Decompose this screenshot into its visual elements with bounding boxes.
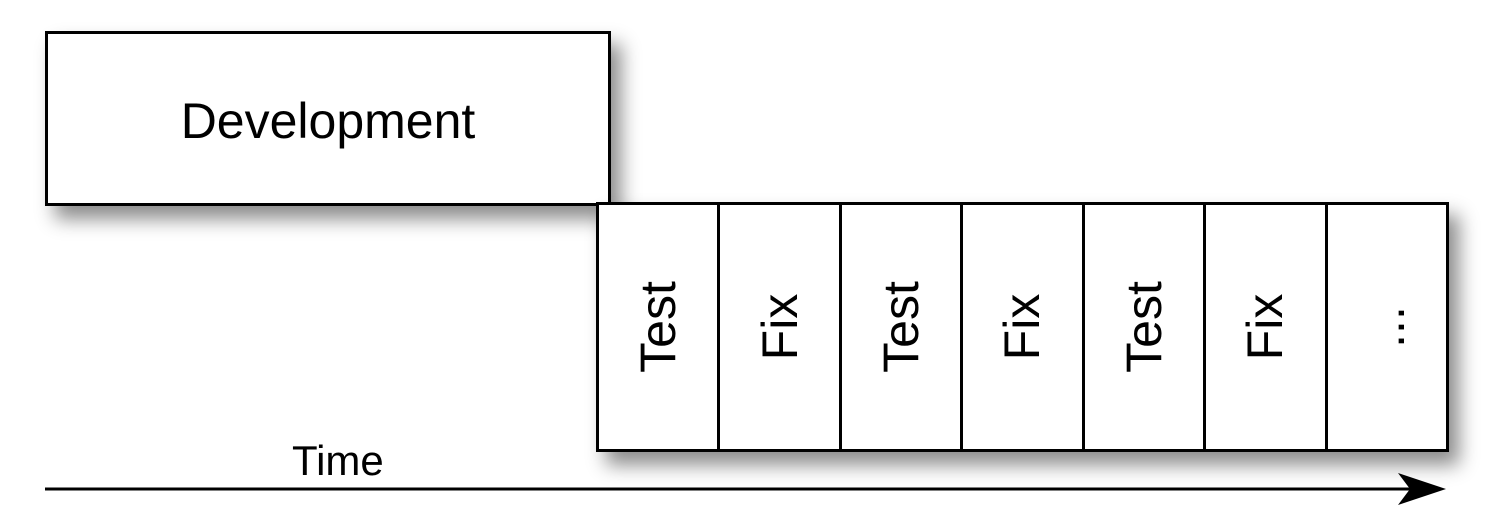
cycle-cell-label: Test <box>1115 281 1172 373</box>
development-box: Development <box>45 31 611 206</box>
cycle-cell-fix-1: Fix <box>717 205 838 449</box>
cycle-cell-fix-2: Fix <box>960 205 1081 449</box>
cycle-cell-fix-3: Fix <box>1203 205 1324 449</box>
cycle-cell-ellipsis: ... <box>1324 205 1446 449</box>
time-axis-label: Time <box>292 437 384 484</box>
cycle-cell-label: Test <box>630 281 687 373</box>
time-axis-arrowhead <box>1398 473 1446 505</box>
cycle-cell-test-1: Test <box>599 205 717 449</box>
cycle-cell-label: Fix <box>1237 293 1294 361</box>
development-label: Development <box>180 92 476 149</box>
cycle-cell-label: ... <box>1358 306 1415 348</box>
test-fix-cycle-strip: Test Fix Test Fix Test Fix ... <box>596 202 1449 452</box>
cycle-cell-label: Fix <box>994 293 1051 361</box>
cycle-cell-test-3: Test <box>1081 205 1203 449</box>
cycle-cell-label: Fix <box>751 293 808 361</box>
cycle-cell-test-2: Test <box>838 205 960 449</box>
cycle-cell-label: Test <box>873 281 930 373</box>
